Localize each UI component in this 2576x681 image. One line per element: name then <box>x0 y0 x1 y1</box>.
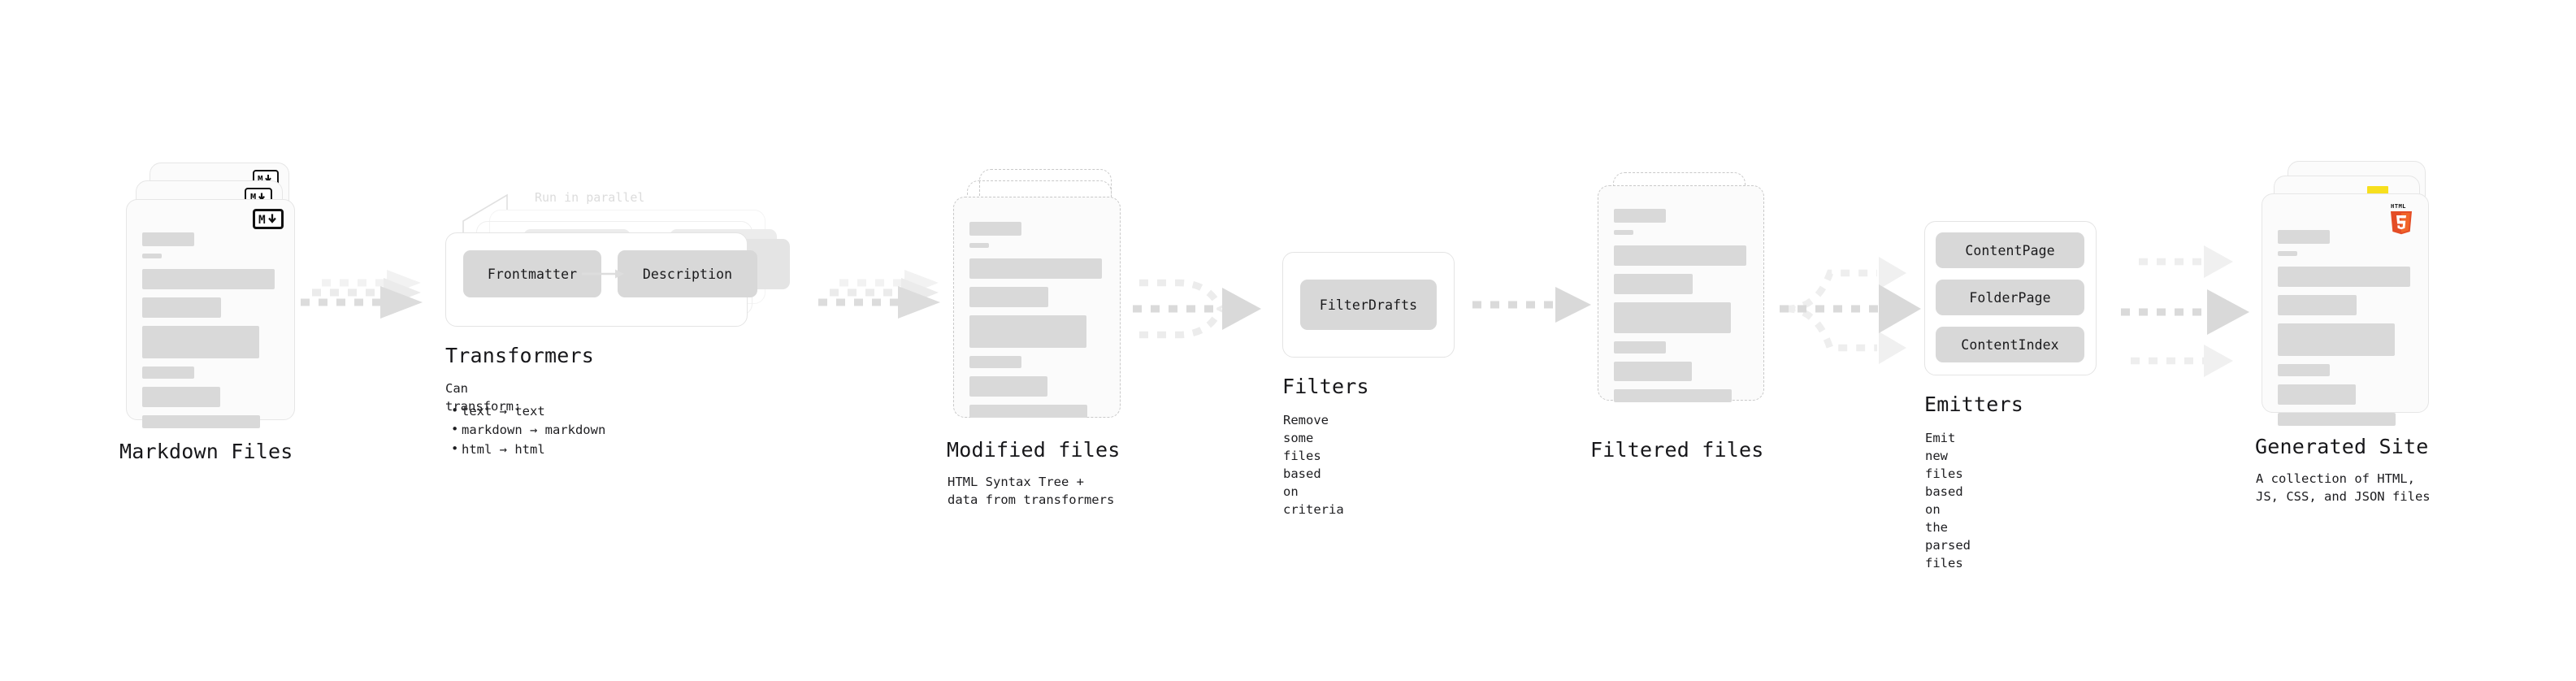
svg-text:M: M <box>250 192 256 202</box>
stage-title-markdown-files: Markdown Files <box>119 440 293 463</box>
transformer-pill-description[interactable]: Description <box>618 250 757 297</box>
filtered-card-front <box>1598 185 1764 402</box>
transformer-inner-arrow <box>582 268 626 280</box>
markdown-card-front: M <box>126 199 295 428</box>
stage-title-transformers: Transformers <box>445 344 595 367</box>
stage-title-filtered-files: Filtered files <box>1590 438 1764 462</box>
filtered-file-stack <box>1593 172 1780 440</box>
connector-transformers-to-modified-files <box>817 268 947 341</box>
transformers-bullet-item: text → text <box>450 401 605 421</box>
stage-modified-files: Modified files HTML Syntax Tree + data f… <box>947 163 1136 507</box>
parallel-annotation-label: Run in parallel <box>535 190 645 205</box>
stage-markdown-files: M M <box>119 163 309 462</box>
transformers-bullet-list: text → text markdown → markdown html → h… <box>450 401 605 459</box>
document-skeleton-lines <box>1614 209 1750 410</box>
parallel-bracket-icon <box>462 192 535 236</box>
generated-card-front: HTML <box>2262 193 2429 426</box>
emitters-caption: Emit new files based on the parsed files <box>1925 431 1971 570</box>
emitter-pill-contentindex[interactable]: ContentIndex <box>1936 327 2084 362</box>
transformer-pill-frontmatter[interactable]: Frontmatter <box>463 250 601 297</box>
connector-markdown-to-transformers <box>299 268 429 341</box>
filter-pill-filterdrafts[interactable]: FilterDrafts <box>1300 280 1437 330</box>
connector-filters-to-filtered-files <box>1471 283 1593 332</box>
svg-text:M: M <box>258 174 263 184</box>
modified-files-caption: HTML Syntax Tree + data from transformer… <box>948 475 1115 507</box>
stage-generated-site: CSS HTML <box>2255 159 2452 504</box>
modified-file-stack <box>949 163 1136 431</box>
svg-text:M: M <box>258 214 266 225</box>
markdown-file-stack: M M <box>122 163 309 431</box>
emitter-pill-folderpage[interactable]: FolderPage <box>1936 280 2084 315</box>
connector-modified-files-to-filters <box>1130 262 1268 367</box>
transformers-bullet-item: markdown → markdown <box>450 420 605 440</box>
stage-title-modified-files: Modified files <box>947 438 1121 462</box>
document-skeleton-lines <box>2278 230 2415 433</box>
connector-emitters-to-generated-site <box>2105 234 2255 384</box>
markdown-icon: M <box>253 209 284 229</box>
filters-caption: Remove some files based on criteria <box>1283 413 1344 517</box>
document-skeleton-lines <box>142 232 281 436</box>
generated-site-caption: A collection of HTML, JS, CSS, and JSON … <box>2256 471 2431 504</box>
modified-card-front <box>953 197 1121 418</box>
stage-filtered-files: Filtered files <box>1590 172 1780 461</box>
document-skeleton-lines <box>969 222 1107 425</box>
transformers-bullet-item: html → html <box>450 439 605 459</box>
stage-title-emitters: Emitters <box>1924 393 2024 416</box>
stage-title-generated-site: Generated Site <box>2255 435 2429 458</box>
generated-site-file-stack: CSS HTML <box>2257 159 2452 436</box>
html5-icon: HTML <box>2387 201 2415 235</box>
connector-filtered-files-to-emitters <box>1778 234 1928 384</box>
svg-text:HTML: HTML <box>2391 202 2406 210</box>
emitter-pill-contentpage[interactable]: ContentPage <box>1936 232 2084 268</box>
stage-title-filters: Filters <box>1282 375 1369 398</box>
